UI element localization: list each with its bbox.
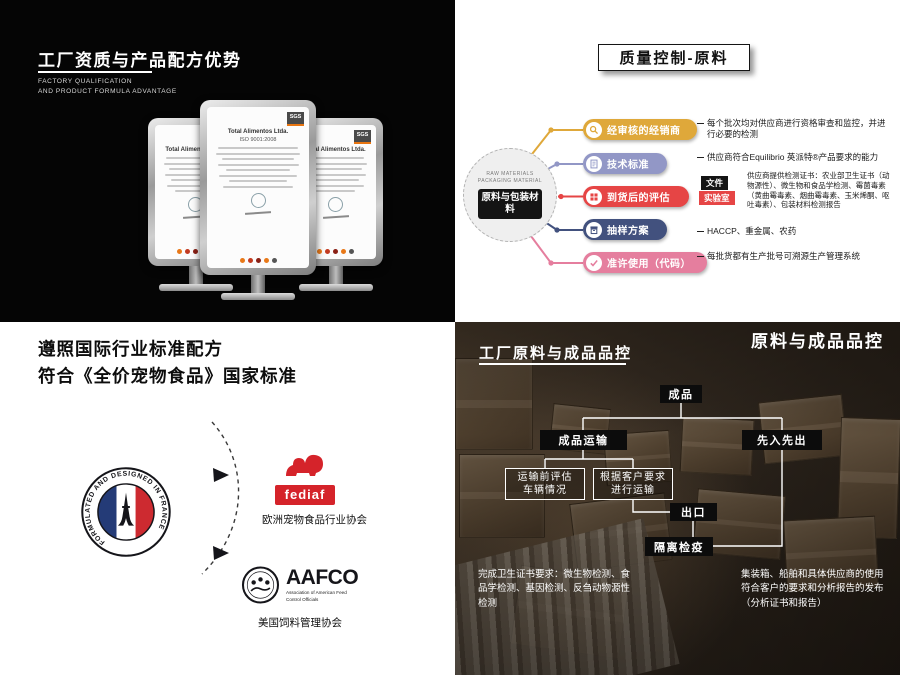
- aafco-logo: AAFCO Association of American Feed Contr…: [240, 562, 360, 630]
- node-export: 出口: [670, 503, 717, 521]
- certificate-document: SGS Total Alimentos Ltda. ISO 9001:2008: [207, 107, 309, 268]
- materials-hub: RAW MATERIALS PACKAGING MATERIAL 原料与包装材料: [463, 148, 557, 242]
- fediaf-animals-icon: [286, 454, 323, 476]
- aafco-caption: 美国饲料管理协会: [258, 617, 342, 629]
- certificate-company: Total Alimentos Ltda.: [227, 129, 289, 135]
- certificate-text-lines: [213, 147, 303, 188]
- france-origin-logo: FORMULATED AND DESIGNED IN FRANCE: [80, 466, 172, 558]
- aafco-subtitle: Association of American Feed Control Off…: [286, 590, 347, 602]
- certificate-text-lines: [161, 157, 230, 192]
- node-first-in-first-out: 先入先出: [742, 430, 822, 450]
- branch-pill-arrival-evaluation: 到货后的评估: [583, 186, 689, 207]
- factory-subtitle-line2: AND PRODUCT FORMULA ADVANTAGE: [38, 87, 177, 95]
- branch-desc-audited-distributor: 每个批次均对供应商进行资格审查和监控，并进行必要的检测: [697, 118, 893, 141]
- branch-pill-audited-distributor: 经审核的经销商: [583, 119, 697, 140]
- check-icon: [586, 254, 602, 271]
- node-pre-transport-vehicle-check: 运输前评估 车辆情况: [505, 468, 585, 500]
- factory-title: 工厂资质与产品配方优势: [38, 51, 242, 70]
- standards-heading-line1: 遵照国际行业标准配方: [38, 339, 223, 359]
- certificate-stamp: [250, 192, 266, 208]
- corner-title: 原料与成品品控: [751, 332, 884, 351]
- branch-label: 抽样方案: [607, 226, 649, 237]
- flowchart-connector-lines: [544, 403, 783, 547]
- fediaf-logo: fediaf 欧洲宠物食品行业协会: [262, 448, 367, 527]
- node-line: 根据客户要求: [600, 471, 666, 483]
- stand-base: [158, 284, 233, 291]
- branch-label: 到货后的评估: [607, 193, 670, 204]
- certificate-standard: ISO 9001:2008: [239, 137, 277, 143]
- fediaf-caption: 欧洲宠物食品行业协会: [262, 514, 367, 526]
- container-requirements-note: 集装箱、船舶和具体供应商的使用符合客户的要求和分析报告的发布（分析证书和报告）: [741, 569, 884, 609]
- branch-label: 准许使用（代码）: [607, 259, 691, 270]
- section-title: 工厂原料与成品品控: [479, 345, 633, 362]
- sgs-accent-bar: [287, 123, 304, 126]
- document-icon: [586, 155, 602, 172]
- certificate-company: Total Alimentos Ltda.: [305, 147, 366, 153]
- factory-subtitle-line1: FACTORY QUALIFICATION: [38, 78, 133, 85]
- fediaf-wordmark: fediaf: [275, 485, 335, 505]
- stand-frame: SGS Total Alimentos Ltda. ISO 9001:2008: [200, 100, 316, 275]
- accreditation-marks: [207, 258, 309, 263]
- quality-control-panel: 质量控制-原料 RAW MATERIALS PACKAGING MATERIAL…: [455, 0, 900, 322]
- sgs-accent-bar: [354, 141, 371, 144]
- branch-pill-approved-use: 准许使用（代码）: [583, 252, 707, 273]
- aafco-wordmark: AAFCO: [286, 566, 359, 590]
- branch-desc-approved-use: 每批货都有生产批号可溯源生产管理系统: [697, 251, 877, 262]
- branch-desc-sampling-plan: HACCP、重金属、农药: [697, 226, 893, 237]
- quality-control-title: 质量控制-原料: [598, 44, 750, 71]
- stand-neck: [251, 275, 265, 293]
- arrow-to-fediaf-icon: [213, 468, 229, 482]
- certificate-stand-center: SGS Total Alimentos Ltda. ISO 9001:2008: [200, 100, 316, 300]
- stand-base: [298, 284, 373, 291]
- arrow-to-aafco-icon: [213, 546, 229, 560]
- branch-desc-arrival-evaluation: 供应商提供检测证书：农业部卫生证书（动物源性）、微生物和食品学检测、霉菌毒素（黄…: [747, 171, 890, 210]
- stand-base: [221, 293, 295, 300]
- node-quarantine: 隔离检疫: [645, 537, 713, 556]
- signature-line: [322, 215, 349, 219]
- branch-label: 技术标准: [607, 160, 649, 171]
- stand-neck: [328, 266, 343, 284]
- search-icon: [586, 121, 602, 138]
- accreditation-marks: [295, 249, 376, 254]
- certificate-text-lines: [301, 157, 370, 192]
- finished-product-qc-panel: 原料与成品品控 工厂原料与成品品控 成品 成品运输 先入先出 运输前评估: [455, 322, 900, 675]
- french-flag: [97, 483, 155, 541]
- grid-icon: [586, 188, 602, 205]
- certificate-stamp: [328, 197, 343, 212]
- box-icon: [586, 221, 602, 238]
- title-underline: [38, 71, 152, 73]
- node-line: 进行运输: [611, 485, 655, 496]
- standards-heading-line2: 符合《全价宠物食品》国家标准: [38, 366, 297, 386]
- certificate-company: Total Alimentos Ltda.: [165, 147, 226, 153]
- node-line: 运输前评估: [517, 471, 573, 483]
- photo-dark-overlay: [455, 322, 900, 675]
- tag-documents: 文件: [701, 176, 729, 190]
- health-certificate-note: 完成卫生证书要求：微生物检测、食品学检测、基因检测、反刍动物源性检测: [478, 569, 631, 609]
- section-title-underline: [479, 363, 626, 365]
- node-transport-per-customer: 根据客户要求 进行运输: [593, 468, 673, 500]
- standards-panel: 遵照国际行业标准配方 符合《全价宠物食品》国家标准 FORMULATED AND…: [0, 322, 455, 675]
- branch-pill-technical-standard: 技术标准: [583, 153, 667, 174]
- node-finished-transport: 成品运输: [540, 430, 627, 450]
- stand-neck: [188, 266, 203, 284]
- branch-pill-sampling-plan: 抽样方案: [583, 219, 667, 240]
- branch-desc-technical-standard: 供应商符合Equilibrio 英派特®产品要求的能力: [697, 152, 893, 163]
- guide-curve: [201, 421, 240, 575]
- sgs-logo: SGS: [354, 130, 371, 144]
- factory-qualification-panel: 工厂资质与产品配方优势 FACTORY QUALIFICATION AND PR…: [0, 0, 455, 322]
- eiffel-tower-icon: [117, 492, 135, 526]
- node-finished-product: 成品: [660, 385, 702, 403]
- tag-laboratory: 实验室: [699, 191, 735, 205]
- branch-label: 经审核的经销商: [607, 126, 681, 137]
- node-line: 车辆情况: [523, 485, 567, 496]
- factory-subtitle: FACTORY QUALIFICATION AND PRODUCT FORMUL…: [38, 77, 177, 97]
- sgs-logo: SGS: [287, 112, 304, 126]
- hub-english-label: RAW MATERIALS PACKAGING MATERIAL: [477, 170, 543, 185]
- signature-line: [244, 210, 272, 214]
- aafco-emblem-icon: [241, 566, 280, 604]
- hub-chinese-label: 原料与包装材料: [478, 188, 542, 220]
